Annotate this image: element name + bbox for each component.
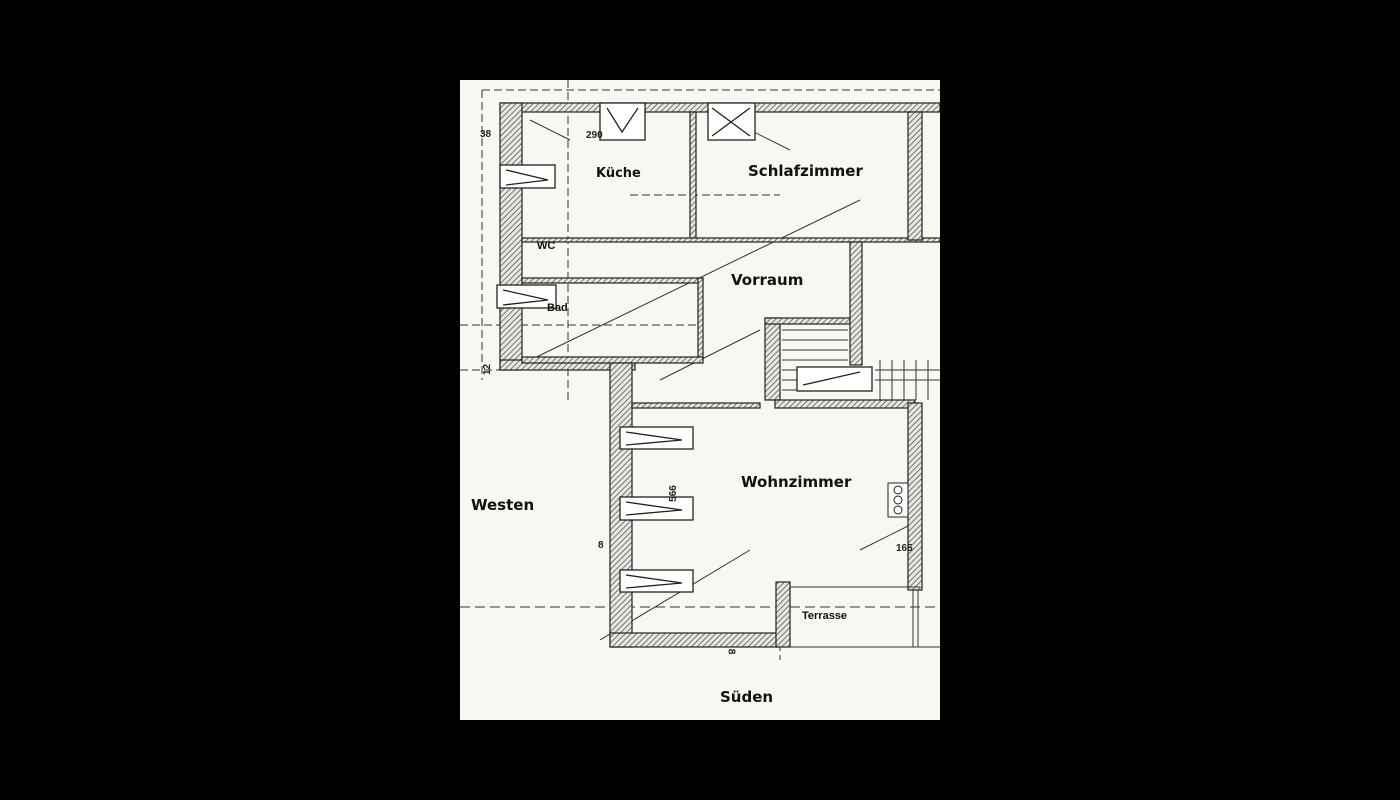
room-label-hallway: Vorraum	[731, 271, 804, 289]
stairs	[782, 329, 940, 400]
room-label-living: Wohnzimmer	[741, 473, 852, 491]
window-stairs	[796, 366, 873, 392]
window-kitchen	[599, 102, 646, 141]
room-label-bath: Bad	[547, 302, 568, 314]
window-living-1	[619, 426, 694, 450]
floor-plan: Küche Schlafzimmer WC Vorraum Bad Wohnzi…	[460, 80, 940, 720]
window-living-3	[619, 569, 694, 593]
room-label-kitchen: Küche	[596, 166, 641, 181]
dimension-8-west: 8	[598, 540, 604, 551]
windows	[496, 102, 873, 593]
terrace-outline	[790, 586, 940, 648]
room-label-bedroom: Schlafzimmer	[748, 162, 863, 180]
dimension-566: 566	[667, 485, 679, 502]
stove-icon	[887, 482, 909, 518]
dimension-12: 12	[482, 363, 494, 376]
direction-south: Süden	[720, 688, 774, 706]
room-label-wc: WC	[537, 240, 556, 252]
direction-west: Westen	[471, 496, 535, 514]
room-label-terrace: Terrasse	[802, 610, 848, 622]
dimension-290: 290	[586, 130, 603, 141]
dimension-38: 38	[480, 129, 492, 140]
dimension-8-south: 8	[725, 648, 737, 655]
dimension-165: 165	[896, 543, 913, 554]
window-kitchen-west	[499, 164, 556, 189]
walls	[499, 102, 940, 648]
floor-plan-drawing	[460, 80, 940, 660]
window-bedroom	[707, 102, 756, 141]
window-bath	[496, 284, 557, 309]
window-living-2	[619, 496, 694, 521]
